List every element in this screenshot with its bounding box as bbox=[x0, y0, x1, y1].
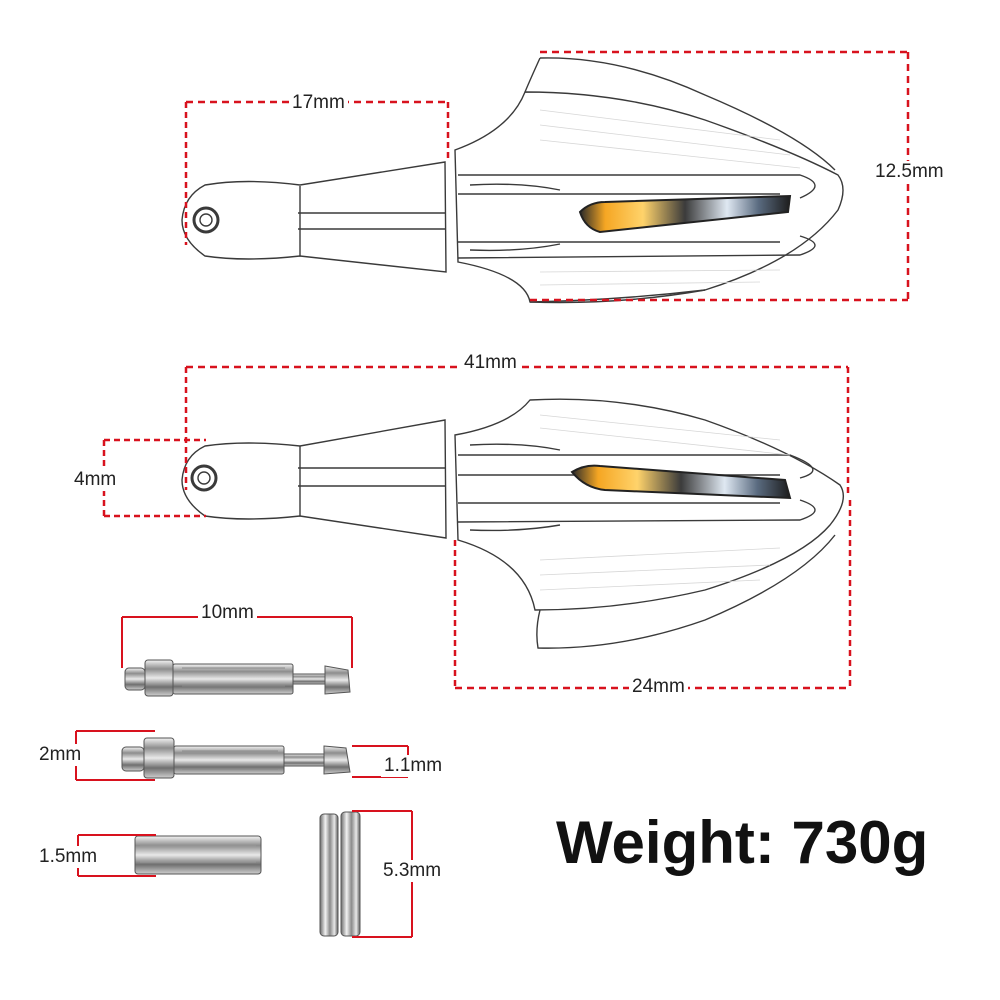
shield-body-2 bbox=[454, 398, 844, 611]
pins bbox=[319, 811, 361, 937]
mount-hole-2 bbox=[190, 464, 218, 492]
dim-label-1-5mm: 1.5mm bbox=[36, 846, 101, 868]
mount-hole bbox=[192, 206, 220, 234]
dim-label-10mm: 10mm bbox=[198, 602, 257, 624]
dim-label-17mm: 17mm bbox=[289, 92, 348, 114]
mount-arm bbox=[181, 161, 447, 273]
handguard-side-view bbox=[181, 398, 844, 649]
sleeve bbox=[134, 835, 262, 875]
dim-label-24mm: 24mm bbox=[629, 676, 688, 698]
dim-label-4mm: 4mm bbox=[71, 469, 120, 491]
dimension-lines bbox=[102, 50, 910, 690]
turn-signal-lamp bbox=[578, 194, 792, 234]
dim-label-1-1mm: 1.1mm bbox=[381, 755, 446, 777]
bolt-short bbox=[121, 737, 351, 779]
dim-label-41mm: 41mm bbox=[461, 352, 520, 374]
turn-signal-lamp-2 bbox=[570, 464, 792, 500]
mount-arm-2 bbox=[181, 419, 447, 539]
bolt-long bbox=[124, 659, 351, 697]
dim-label-12-5mm: 12.5mm bbox=[872, 161, 947, 183]
dim-label-5-3mm: 5.3mm bbox=[380, 860, 445, 882]
handguard-top-view bbox=[181, 57, 844, 304]
shield-body bbox=[454, 91, 844, 304]
weight-label: Weight: 730g bbox=[556, 809, 929, 876]
dim-label-2mm: 2mm bbox=[36, 744, 85, 766]
